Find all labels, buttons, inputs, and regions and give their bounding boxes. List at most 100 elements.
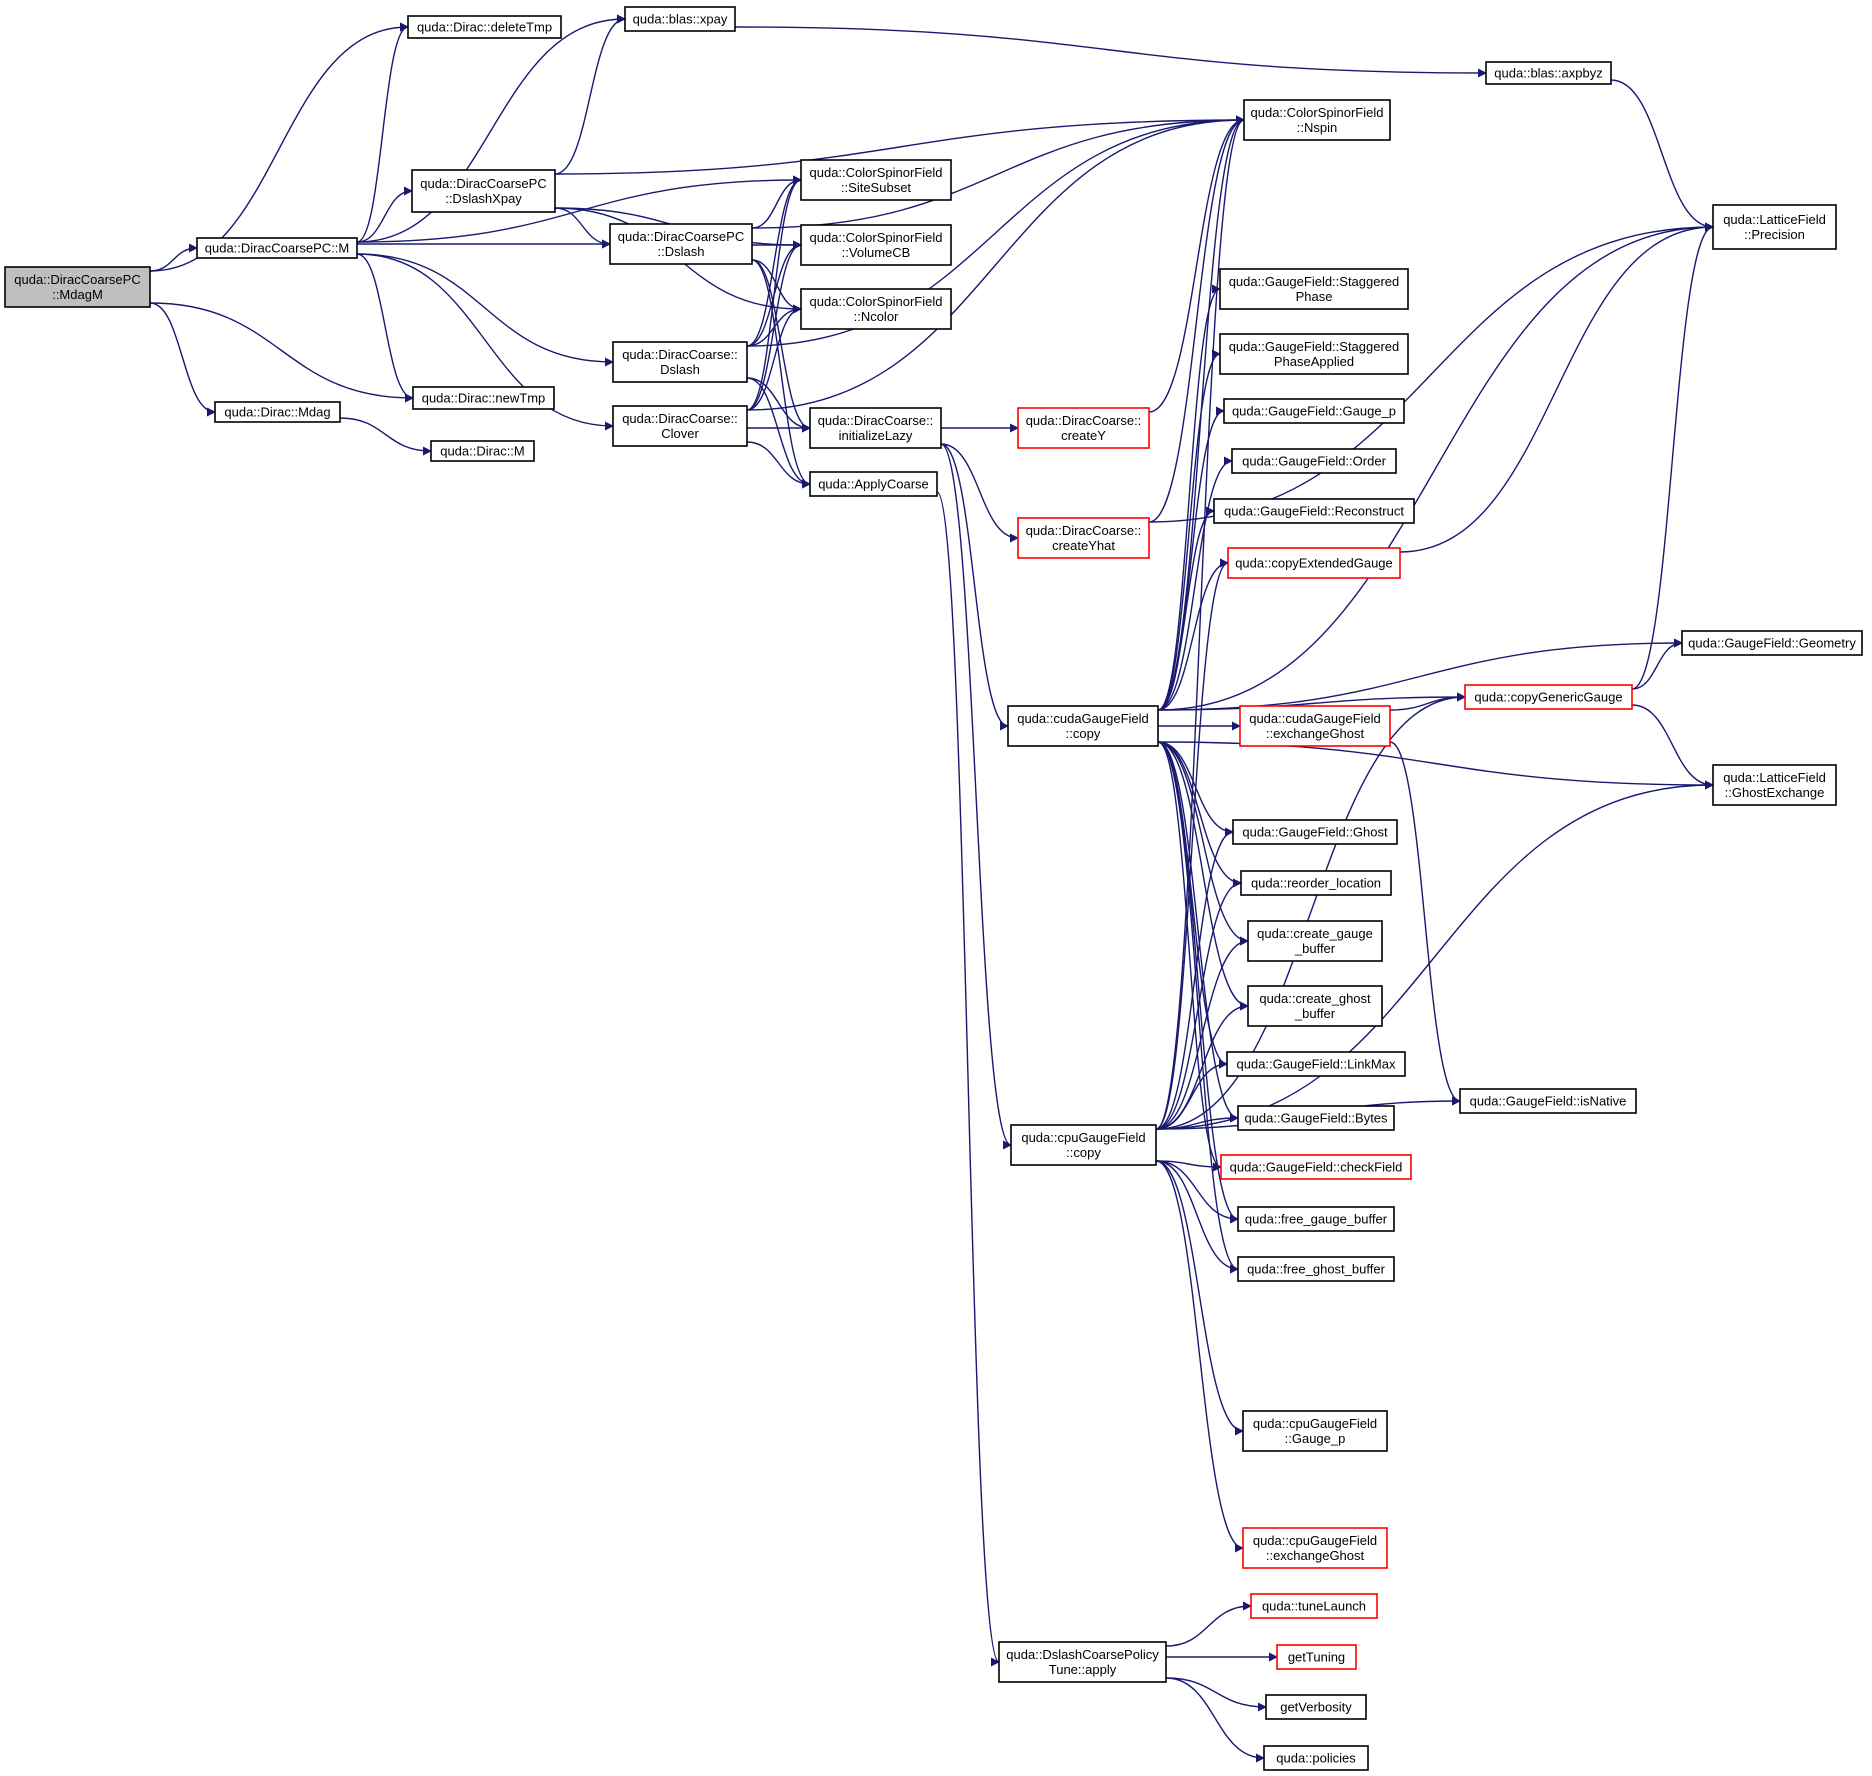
node-volumecb[interactable]: quda::ColorSpinorField::VolumeCB	[800, 224, 952, 266]
node-cpugf-exghost[interactable]: quda::cpuGaugeField::exchangeGhost	[1242, 1527, 1388, 1569]
edge-cpugf_copy-to-linkmax	[1155, 1059, 1228, 1130]
node-createy[interactable]: quda::DiracCoarse::createY	[1017, 407, 1150, 449]
node-label: quda::GaugeField::checkField	[1230, 1160, 1403, 1175]
edge-createy-to-nspin	[1148, 115, 1245, 413]
node-dirac-m[interactable]: quda::Dirac::M	[430, 440, 535, 462]
node-label: quda::cpuGaugeField	[1253, 1533, 1377, 1548]
edge-pc_dslash-to-nspin	[751, 115, 1245, 229]
node-ncolor[interactable]: quda::ColorSpinorField::Ncolor	[800, 288, 952, 330]
node-cpugf-gauge-p[interactable]: quda::cpuGaugeField::Gauge_p	[1242, 1410, 1388, 1452]
node-box	[612, 341, 748, 383]
node-free-ghost-buffer[interactable]: quda::free_ghost_buffer	[1237, 1256, 1395, 1282]
node-label: quda::GaugeField::Order	[1242, 454, 1386, 469]
node-label: quda::GaugeField::LinkMax	[1237, 1057, 1396, 1072]
node-box	[1239, 705, 1391, 747]
node-c-clover[interactable]: quda::DiracCoarse::Clover	[612, 405, 748, 447]
node-create-ghost-buffer[interactable]: quda::create_ghost_buffer	[1247, 985, 1383, 1027]
node-box	[1276, 1644, 1357, 1670]
node-cudagf-copy[interactable]: quda::cudaGaugeField::copy	[1007, 705, 1159, 747]
node-geometry[interactable]: quda::GaugeField::Geometry	[1681, 630, 1863, 656]
node-box	[1237, 1256, 1395, 1282]
node-label: ::Nspin	[1297, 120, 1337, 135]
node-linkmax[interactable]: quda::GaugeField::LinkMax	[1226, 1051, 1406, 1077]
edge-pc_m-to-c_dslash	[356, 253, 614, 367]
edge-cudagf_exghost-to-isnative	[1389, 741, 1461, 1106]
node-cpugf-copy[interactable]: quda::cpuGaugeField::copy	[1010, 1124, 1157, 1166]
node-create-gauge-buffer[interactable]: quda::create_gauge_buffer	[1247, 920, 1383, 962]
node-axpbyz[interactable]: quda::blas::axpbyz	[1485, 61, 1612, 85]
edge-cudagf_copy-to-staggeredphaseapplied	[1157, 349, 1221, 711]
edge-cpugf_copy-to-reorder_location	[1155, 878, 1242, 1130]
edge-cudagf_copy-to-create_ghost_buffer	[1157, 741, 1249, 1011]
node-label: initializeLazy	[839, 428, 913, 443]
node-label: quda::DiracCoarsePC	[420, 176, 546, 191]
node-bytes[interactable]: quda::GaugeField::Bytes	[1237, 1105, 1395, 1131]
node-checkfield[interactable]: quda::GaugeField::checkField	[1220, 1154, 1412, 1180]
node-box	[1242, 1527, 1388, 1569]
node-dirac-mdag[interactable]: quda::Dirac::Mdag	[214, 401, 341, 423]
node-label: quda::cudaGaugeField	[1017, 711, 1149, 726]
node-label: ::SiteSubset	[841, 180, 911, 195]
node-label: quda::cudaGaugeField	[1249, 711, 1381, 726]
node-gauge-p[interactable]: quda::GaugeField::Gauge_p	[1223, 398, 1405, 424]
node-getverbosity[interactable]: getVerbosity	[1265, 1694, 1367, 1720]
node-label: quda::DiracCoarse::	[1026, 413, 1142, 428]
node-label: PhaseApplied	[1274, 354, 1354, 369]
edge-pc_m-to-deletetmp	[356, 22, 409, 243]
node-label: ::VolumeCB	[842, 245, 911, 260]
node-ghostexchange[interactable]: quda::LatticeField::GhostExchange	[1712, 764, 1837, 806]
node-box	[1247, 920, 1383, 962]
node-nspin[interactable]: quda::ColorSpinorField::Nspin	[1243, 99, 1391, 141]
node-reconstruct[interactable]: quda::GaugeField::Reconstruct	[1213, 498, 1415, 524]
node-pc-dslash[interactable]: quda::DiracCoarsePC::Dslash	[609, 223, 753, 265]
edge-pc_m-to-newtmp	[356, 253, 414, 403]
node-label: quda::GaugeField::Geometry	[1688, 636, 1856, 651]
edge-c_clover-to-ncolor	[746, 304, 802, 411]
node-cudagf-exghost[interactable]: quda::cudaGaugeField::exchangeGhost	[1239, 705, 1391, 747]
node-pc-dslashxpay[interactable]: quda::DiracCoarsePC::DslashXpay	[411, 169, 556, 213]
node-label: quda::GaugeField::Gauge_p	[1232, 404, 1396, 419]
node-box	[430, 440, 535, 462]
edge-pc_dslash-to-applycoarse	[751, 259, 811, 489]
node-copyextendedgauge[interactable]: quda::copyExtendedGauge	[1227, 547, 1401, 579]
edge-dslashpolicy_apply-to-tunelaunch	[1165, 1601, 1252, 1647]
node-label: ::Precision	[1744, 227, 1805, 242]
nodes-layer: quda::DiracCoarsePC::MdagMquda::DiracCoa…	[4, 6, 1863, 1771]
edge-initlazy-to-cpugf_copy	[940, 443, 1012, 1150]
edge-cpugf_copy-to-free_gauge_buffer	[1155, 1160, 1239, 1224]
node-mdagm[interactable]: quda::DiracCoarsePC::MdagM	[4, 266, 151, 308]
node-tunelaunch[interactable]: quda::tuneLaunch	[1250, 1593, 1378, 1619]
node-newtmp[interactable]: quda::Dirac::newTmp	[412, 386, 555, 410]
node-policies[interactable]: quda::policies	[1263, 1745, 1369, 1771]
node-label: getTuning	[1288, 1650, 1345, 1665]
node-initlazy[interactable]: quda::DiracCoarse::initializeLazy	[809, 407, 942, 449]
node-label: quda::DiracCoarsePC	[14, 272, 140, 287]
edge-mdagm-to-dirac_mdag	[149, 302, 216, 417]
node-gf-ghost[interactable]: quda::GaugeField::Ghost	[1232, 819, 1398, 845]
node-pc-m[interactable]: quda::DiracCoarsePC::M	[196, 237, 358, 259]
node-label: quda::DiracCoarse::	[622, 411, 738, 426]
node-order[interactable]: quda::GaugeField::Order	[1231, 448, 1397, 474]
node-copygenericgauge[interactable]: quda::copyGenericGauge	[1464, 684, 1633, 710]
node-c-dslash[interactable]: quda::DiracCoarse::Dslash	[612, 341, 748, 383]
node-isnative[interactable]: quda::GaugeField::isNative	[1459, 1088, 1637, 1114]
node-box	[609, 223, 753, 265]
node-applycoarse[interactable]: quda::ApplyCoarse	[809, 471, 938, 497]
node-label: _buffer	[1294, 1006, 1336, 1021]
node-gettuning[interactable]: getTuning	[1276, 1644, 1357, 1670]
node-reorder-location[interactable]: quda::reorder_location	[1240, 870, 1392, 896]
edge-c_clover-to-sitesubset	[746, 175, 802, 411]
edge-cpugf_copy-to-create_gauge_buffer	[1155, 936, 1249, 1130]
node-free-gauge-buffer[interactable]: quda::free_gauge_buffer	[1237, 1206, 1395, 1232]
node-deletetmp[interactable]: quda::Dirac::deleteTmp	[407, 15, 562, 39]
node-createyhat[interactable]: quda::DiracCoarse::createYhat	[1017, 517, 1150, 559]
node-box	[1237, 1105, 1395, 1131]
node-label: Phase	[1296, 289, 1333, 304]
node-sitesubset[interactable]: quda::ColorSpinorField::SiteSubset	[800, 159, 952, 201]
node-xpay[interactable]: quda::blas::xpay	[624, 6, 736, 32]
node-precision[interactable]: quda::LatticeField::Precision	[1712, 204, 1837, 250]
edge-pc_m-to-sitesubset	[356, 175, 802, 243]
